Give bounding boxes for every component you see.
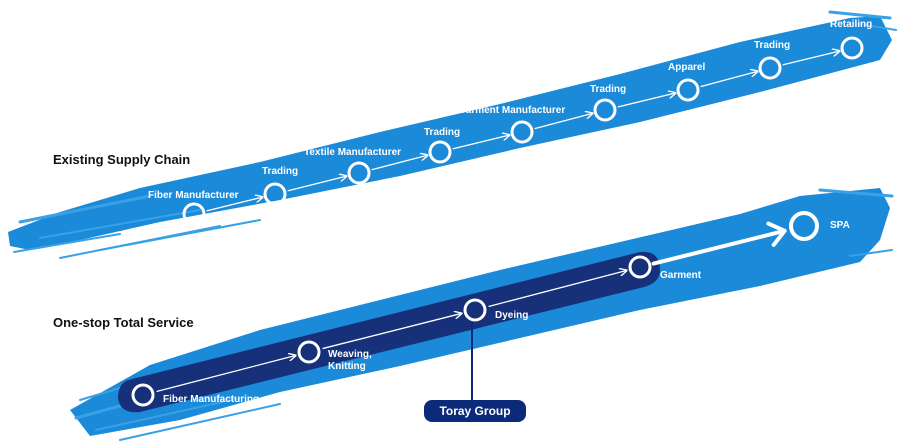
existing-step-label: Retailing [830,19,872,30]
one-stop-step-label: Garment [660,270,702,281]
existing-step-label: Trading [262,166,298,177]
existing-step-node [676,78,700,102]
existing-step-node [510,120,534,144]
existing-step-node [182,202,206,226]
connector-arrow [322,313,462,350]
existing-step-label: Trading [590,84,626,95]
toray-group-callout: Toray Group [424,322,526,422]
one-stop-step-node [628,255,652,279]
existing-step-node [263,182,287,206]
connector-arrow [488,271,627,308]
connector-arrow [287,176,347,192]
one-stop-step-label: Weaving,Knitting [328,349,372,372]
one-stop-step-node [297,340,321,364]
existing-step-label: Fiber Manufacturer [148,190,239,201]
connector-arrow [206,197,263,212]
existing-step-node [428,140,452,164]
existing-step-node [347,161,371,185]
connector-arrow [782,51,840,66]
connector-arrows [156,51,840,393]
existing-step-node [758,56,782,80]
toray-group-badge-text: Toray Group [439,404,510,418]
existing-step-label: Garment Manufacturer [458,105,565,116]
spa-arrow [651,228,787,266]
connector-arrow [700,71,758,88]
existing-step-label: Trading [424,127,460,138]
one-stop-step-label: Dyeing [495,310,528,321]
existing-step-label: Trading [754,40,790,51]
one-stop-step-label: SPA [830,220,850,231]
one-stop-total-service-title: One-stop Total Service [53,315,194,330]
existing-supply-chain-title: Existing Supply Chain [53,152,191,167]
one-stop-step-label: Fiber Manufacturing [163,394,259,405]
connector-arrow [452,135,510,150]
existing-step-node [593,98,617,122]
one-stop-step-node [131,383,155,407]
connector-arrow [371,155,428,171]
existing-step-label: Textile Manufacturer [304,147,401,158]
toray-group-badge [424,400,526,422]
one-stop-step-node [789,211,819,241]
existing-step-label: Apparel [668,62,705,73]
existing-chain-brush-stroke [8,10,897,259]
connector-arrow [156,356,296,393]
spa-arrowhead [766,221,787,247]
existing-step-node [840,36,864,60]
one-stop-step-node [463,298,487,322]
connector-arrow [617,93,676,108]
connector-arrow [534,113,593,130]
